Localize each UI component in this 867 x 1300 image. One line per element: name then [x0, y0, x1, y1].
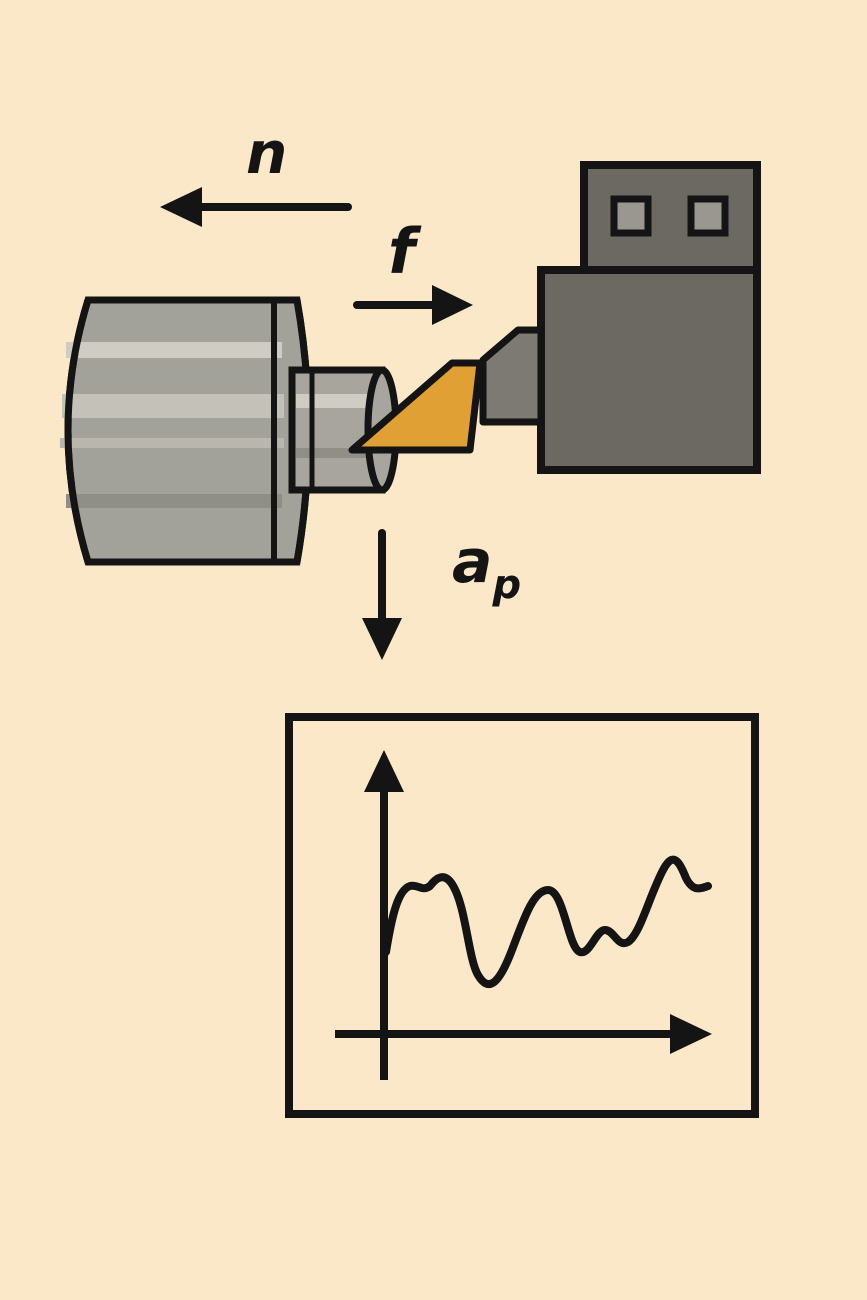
depth-of-cut-arrow — [362, 529, 402, 660]
depth-of-cut-base: a — [452, 527, 493, 597]
signal-waveform — [382, 855, 712, 988]
feed-arrow — [353, 285, 473, 325]
spindle-speed-label: n — [246, 119, 287, 187]
tool-holder-icon — [479, 161, 761, 474]
signal-plot-icon — [285, 713, 759, 1118]
cutting-insert-icon — [348, 359, 484, 454]
depth-of-cut-label: ap — [452, 527, 521, 608]
depth-of-cut-subscript: p — [492, 562, 522, 608]
spindle-speed-arrow — [160, 187, 352, 227]
feed-label: f — [388, 215, 422, 288]
workpiece-cylinder-icon — [60, 296, 400, 566]
